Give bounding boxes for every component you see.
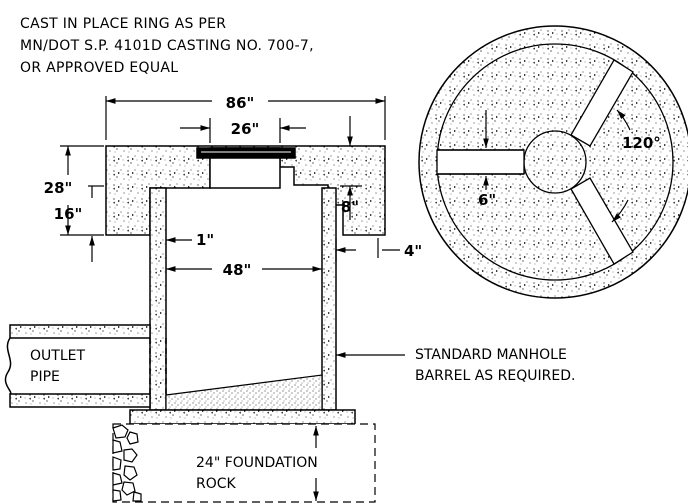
barrel-label-line-2: BARREL AS REQUIRED. — [415, 368, 575, 384]
casting-note-line-3: OR APPROVED EQUAL — [20, 60, 178, 76]
overall-width-label: 86" — [226, 94, 255, 112]
foundation-rock — [112, 423, 376, 503]
slab-depth-dimension — [340, 116, 362, 220]
wall-thickness-label: 4" — [404, 242, 422, 260]
casting-note-line-2: MN/DOT S.P. 4101D CASTING NO. 700-7, — [20, 38, 314, 54]
outlet-label-line-1: OUTLET — [30, 348, 85, 364]
overall-width-dimension — [105, 96, 386, 140]
slab-height-label: 28" — [44, 179, 73, 197]
barrel-width-label: 48" — [223, 261, 252, 279]
opening-width-dimension — [180, 118, 306, 143]
casting-note-line-1: CAST IN PLACE RING AS PER — [20, 16, 226, 32]
plan-angle-label: 120° — [622, 134, 661, 152]
outlet-label-line-2: PIPE — [30, 369, 60, 385]
casting-ring — [196, 147, 296, 189]
wall-thickness-dimension — [335, 238, 400, 262]
plan-radial-label: 6" — [478, 191, 496, 209]
lip-height-label: 16" — [54, 205, 83, 223]
foundation-label-line-2: ROCK — [196, 476, 237, 492]
plan-view — [418, 25, 688, 299]
barrel-label-line-1: STANDARD MANHOLE — [415, 347, 567, 363]
base-slab — [129, 409, 356, 425]
slab-depth-label: 8" — [341, 198, 359, 216]
slab-height-dimension — [60, 145, 104, 236]
outlet-pipe — [4, 324, 167, 408]
plan-angle-dimension — [611, 109, 631, 223]
bench-grout — [165, 374, 323, 411]
foundation-label-line-1: 24" FOUNDATION — [196, 455, 318, 471]
wall-gap-label: 1" — [196, 231, 214, 249]
opening-width-label: 26" — [231, 120, 260, 138]
